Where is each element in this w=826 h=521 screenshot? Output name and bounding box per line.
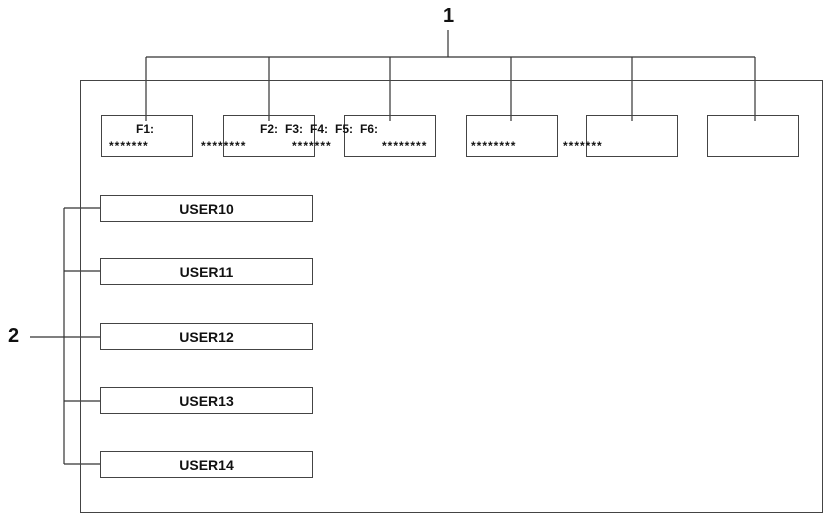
function-key-value-4: ******** xyxy=(382,139,428,153)
function-key-label-f6: F6: xyxy=(360,122,378,136)
screen-frame xyxy=(80,80,823,513)
function-key-box-4[interactable] xyxy=(466,115,558,157)
callout-number-1: 1 xyxy=(443,5,455,27)
callout-number-2: 2 xyxy=(8,325,20,347)
function-key-value-2: ******** xyxy=(201,139,247,153)
function-key-box-1[interactable] xyxy=(101,115,193,157)
user11-button[interactable]: USER11 xyxy=(100,258,313,285)
function-key-label-f1: F1: xyxy=(136,122,154,136)
function-key-box-2[interactable] xyxy=(223,115,315,157)
user12-button[interactable]: USER12 xyxy=(100,323,313,350)
function-key-value-6: ******* xyxy=(563,139,603,153)
function-key-label-f2: F2: xyxy=(260,122,278,136)
function-key-value-3: ******* xyxy=(292,139,332,153)
user10-button[interactable]: USER10 xyxy=(100,195,313,222)
function-key-label-f5: F5: xyxy=(335,122,353,136)
function-key-box-5[interactable] xyxy=(586,115,678,157)
function-key-value-5: ******** xyxy=(471,139,517,153)
user13-button[interactable]: USER13 xyxy=(100,387,313,414)
function-key-label-f4: F4: xyxy=(310,122,328,136)
function-key-value-1: ******* xyxy=(109,139,149,153)
function-key-label-f3: F3: xyxy=(285,122,303,136)
function-key-box-6[interactable] xyxy=(707,115,799,157)
user14-button[interactable]: USER14 xyxy=(100,451,313,478)
function-key-box-3[interactable] xyxy=(344,115,436,157)
